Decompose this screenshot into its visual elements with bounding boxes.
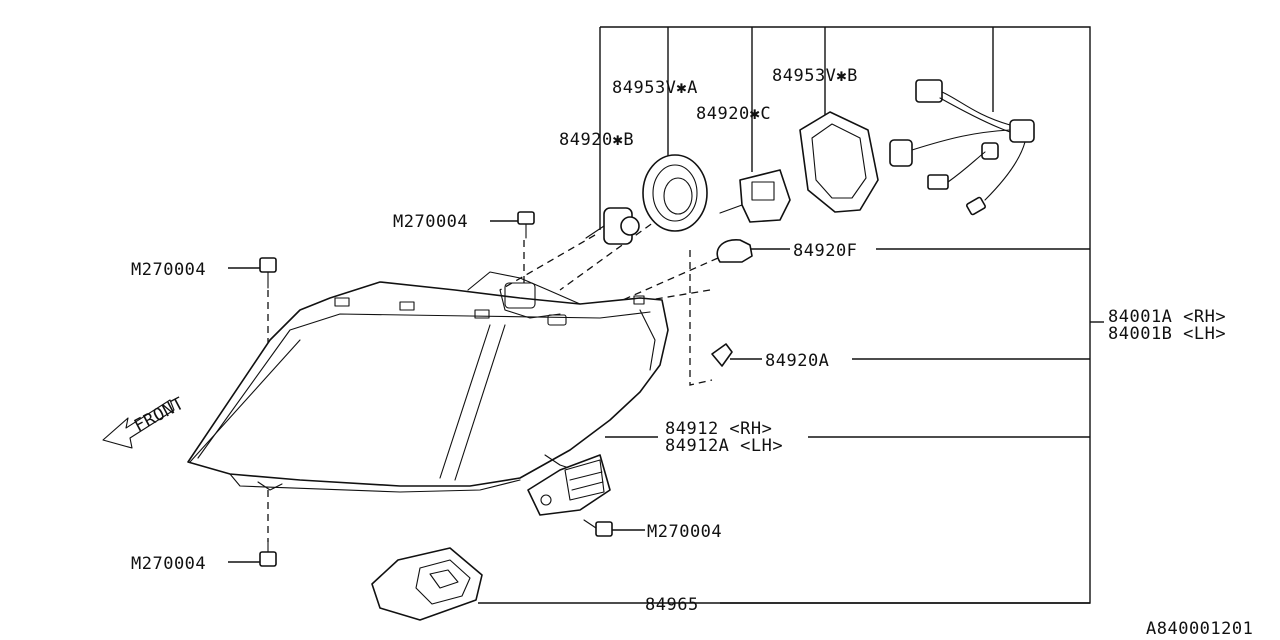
label-bolt-bottom: M270004 <box>131 554 206 574</box>
label-bolt-left: M270004 <box>131 260 206 280</box>
control-unit-84965 <box>371 547 483 621</box>
cap-84953va <box>642 154 708 232</box>
bulb-84920a <box>711 343 733 367</box>
label-84912a: 84912A <LH> <box>665 436 783 456</box>
diagram-id: A840001201 <box>1146 619 1253 639</box>
wiring-harness <box>889 79 1035 216</box>
front-label: FRONT <box>131 394 188 437</box>
label-84920f: 84920F <box>793 241 857 261</box>
label-84953vb: 84953V✱B <box>772 66 858 86</box>
ballast-bracket <box>527 454 611 516</box>
front-direction-arrow: FRONT <box>102 394 188 449</box>
bolt-ballast <box>583 519 613 537</box>
label-84001a: 84001A <RH> <box>1108 307 1226 327</box>
bulb-84920c <box>719 169 791 223</box>
label-84920b: 84920✱B <box>559 130 634 150</box>
label-84965: 84965 <box>645 595 699 615</box>
bolt-bottom <box>259 539 277 567</box>
bolt-top <box>517 211 535 239</box>
bulb-84920b <box>585 207 640 245</box>
label-bolt-ballast: M270004 <box>647 522 722 542</box>
headlamp-assembly <box>187 271 669 493</box>
bulb-84920f <box>716 239 753 263</box>
label-84001b: 84001B <LH> <box>1108 324 1226 344</box>
label-84920c: 84920✱C <box>696 104 771 124</box>
label-84953va: 84953V✱A <box>612 78 698 98</box>
cover-84953vb <box>799 111 879 213</box>
label-bolt-top: M270004 <box>393 212 468 232</box>
bolt-left <box>259 257 277 289</box>
label-84912: 84912 <RH> <box>665 419 772 439</box>
label-84920a: 84920A <box>765 351 829 371</box>
part-labels: 84953V✱A 84953V✱B 84920✱C 84920✱B M27000… <box>131 66 1253 639</box>
